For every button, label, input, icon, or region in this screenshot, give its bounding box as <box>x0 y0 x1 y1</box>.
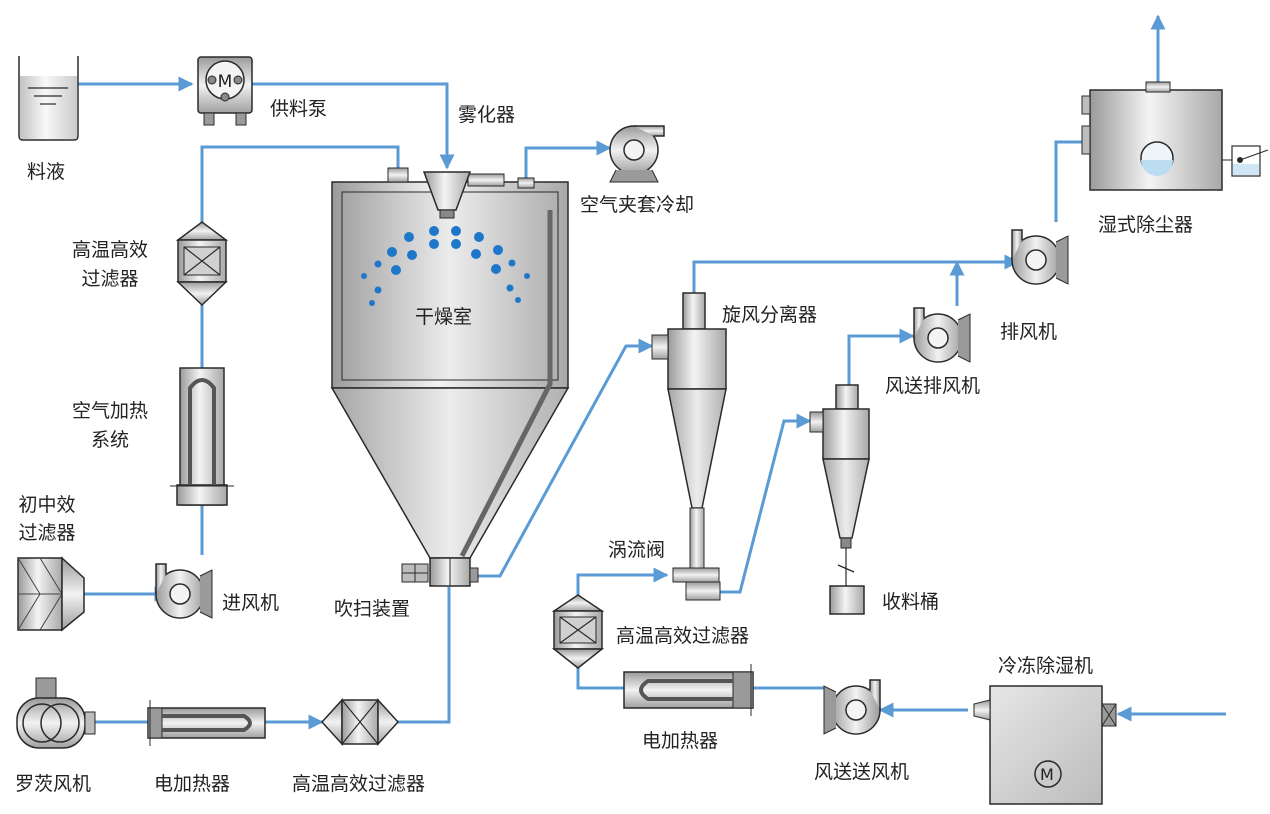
cyclone-separator-icon <box>651 292 727 601</box>
motor-symbol-dehumidifier: M <box>1040 765 1054 784</box>
label-purge-device: 吹扫装置 <box>334 598 411 620</box>
spray-droplets <box>361 226 530 306</box>
hepa-filter-bottom-icon <box>320 698 400 746</box>
wet-scrubber-icon <box>1081 81 1269 191</box>
label-vortex-valve: 涡流阀 <box>608 539 666 561</box>
label-hepa-mid: 高温高效过滤器 <box>616 625 750 647</box>
air-heater-icon <box>170 367 234 506</box>
label-air-heating-2: 系统 <box>90 429 129 451</box>
label-feed-pump: 供料泵 <box>270 98 328 120</box>
label-atomizer: 雾化器 <box>458 104 516 126</box>
exhaust-fan-icon <box>1011 229 1069 285</box>
label-wet-scrubber: 湿式除尘器 <box>1098 214 1194 236</box>
hepa-filter-mid-icon <box>551 594 605 669</box>
refrigerated-dehumidifier-icon <box>973 685 1117 805</box>
label-electric-heater-bottom: 电加热器 <box>154 773 231 795</box>
conveying-supply-fan-icon <box>823 679 881 735</box>
label-air-heating-1: 空气加热 <box>71 400 148 422</box>
label-cyclone-separator: 旋风分离器 <box>722 304 818 326</box>
label-conveying-supply-fan: 风送送风机 <box>814 761 910 783</box>
label-roots-blower: 罗茨风机 <box>15 773 92 795</box>
label-hepa-left-1: 高温高效 <box>71 239 148 261</box>
label-conveying-exhaust-fan: 风送排风机 <box>885 375 981 397</box>
label-hepa-bottom: 高温高效过滤器 <box>292 773 426 795</box>
label-feed-liquid: 料液 <box>27 161 66 183</box>
feed-pump-icon: M <box>197 56 253 126</box>
drying-chamber-icon <box>330 167 570 587</box>
label-drying-chamber: 干燥室 <box>415 306 473 328</box>
prefilter-icon <box>17 556 85 632</box>
label-refrigerated-dehumidifier: 冷冻除湿机 <box>998 655 1094 677</box>
small-cyclone-icon <box>809 384 870 586</box>
label-exhaust-fan: 排风机 <box>1000 321 1058 343</box>
inlet-fan-icon <box>155 563 213 619</box>
label-air-jacket-cooling: 空气夹套冷却 <box>580 194 695 216</box>
hepa-filter-left-icon <box>175 221 229 307</box>
label-hepa-left-2: 过滤器 <box>81 268 139 290</box>
collection-bucket-icon <box>829 585 865 615</box>
jacket-cooling-fan-icon <box>609 125 665 183</box>
feed-tank-icon <box>18 56 79 141</box>
label-prefilter-1: 初中效 <box>18 494 76 516</box>
electric-heater-bottom-icon <box>147 700 266 746</box>
pipes <box>78 14 1226 730</box>
label-electric-heater-mid: 电加热器 <box>642 730 719 752</box>
conveying-exhaust-fan-icon <box>913 307 971 363</box>
label-prefilter-2: 过滤器 <box>18 522 76 544</box>
label-inlet-fan: 进风机 <box>222 592 280 614</box>
label-collection-bucket: 收料桶 <box>882 591 940 613</box>
electric-heater-mid-icon <box>623 664 754 716</box>
svg-text:M: M <box>218 72 233 92</box>
roots-blower-icon <box>16 677 96 749</box>
